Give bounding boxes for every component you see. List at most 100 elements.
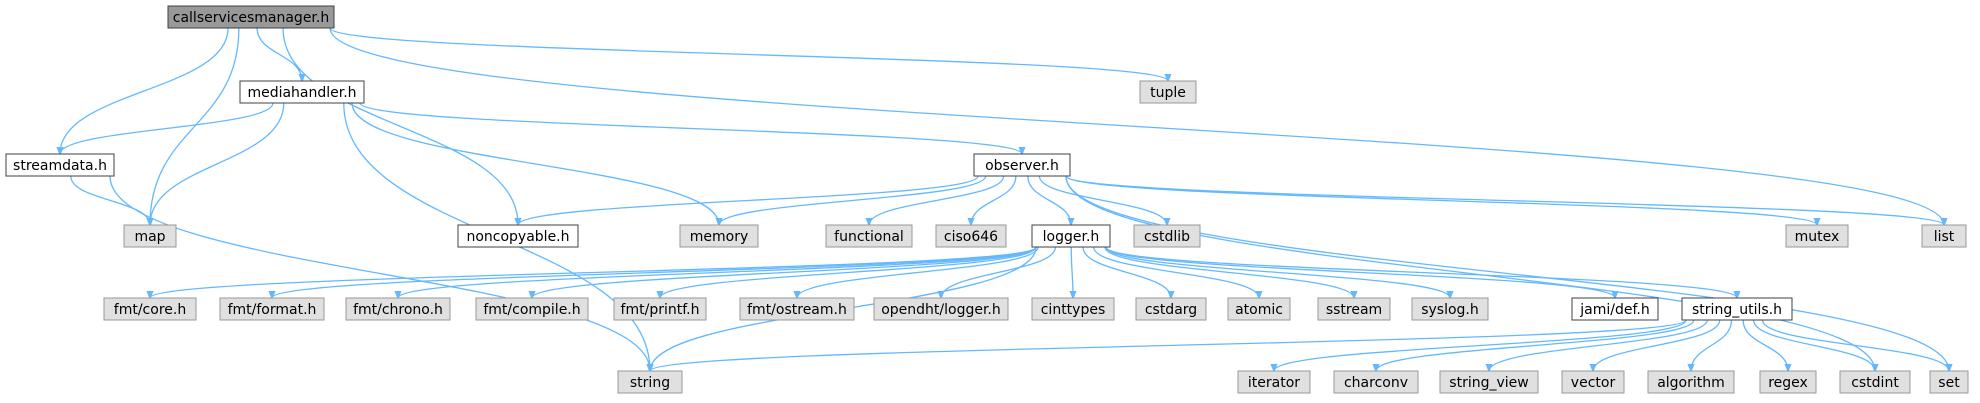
- node-opendht_logger: opendht/logger.h: [873, 297, 1009, 321]
- node-logger[interactable]: logger.h: [1031, 224, 1111, 248]
- edge-mediahandler-to-observer: [359, 102, 1022, 154]
- node-memory-label: memory: [690, 229, 749, 245]
- node-observer-box: [973, 153, 1071, 177]
- edge-logger-to-cinttypes: [1071, 246, 1073, 298]
- node-vector: vector: [1561, 370, 1625, 394]
- node-mutex-label: mutex: [1795, 229, 1840, 245]
- edge-string_utils-to-iterator: [1274, 319, 1687, 371]
- node-list-label: list: [1934, 229, 1955, 245]
- node-ciso646-box: [935, 224, 1007, 248]
- edge-observer-to-memory: [719, 175, 987, 225]
- node-sstream-label: sstream: [1326, 302, 1382, 318]
- node-fmt_printf-box: [613, 297, 707, 321]
- node-fmt_format-box: [219, 297, 325, 321]
- edge-string_utils-to-set: [1761, 319, 1949, 371]
- node-fmt_compile-label: fmt/compile.h: [483, 302, 580, 318]
- node-string_view-label: string_view: [1449, 375, 1528, 391]
- node-mediahandler-box: [239, 80, 365, 104]
- node-fmt_format-label: fmt/format.h: [228, 302, 317, 318]
- node-fmt_chrono-box: [345, 297, 451, 321]
- node-string_utils[interactable]: string_utils.h: [1681, 297, 1793, 321]
- edge-logger-to-fmt_core: [150, 246, 1037, 298]
- node-atomic-label: atomic: [1235, 302, 1283, 318]
- node-cstdarg-box: [1135, 297, 1207, 321]
- node-string_view-box: [1439, 370, 1539, 394]
- node-mutex-box: [1785, 224, 1849, 248]
- node-charconv-box: [1333, 370, 1419, 394]
- edge-callservicesmanager-to-mediahandler: [256, 27, 302, 81]
- node-algorithm-label: algorithm: [1657, 375, 1725, 391]
- node-streamdata-box: [5, 153, 115, 177]
- node-mutex: mutex: [1785, 224, 1849, 248]
- edge-streamdata-to-string: [109, 175, 650, 371]
- edge-logger-to-sstream: [1104, 246, 1354, 298]
- node-cstdint-label: cstdint: [1851, 375, 1899, 391]
- edge-logger-to-opendht_logger: [941, 246, 1057, 298]
- node-algorithm: algorithm: [1647, 370, 1735, 394]
- node-mediahandler-label: mediahandler.h: [247, 85, 356, 101]
- node-observer[interactable]: observer.h: [973, 153, 1071, 177]
- node-regex: regex: [1759, 370, 1817, 394]
- node-ciso646-label: ciso646: [944, 229, 998, 245]
- node-observer-label: observer.h: [985, 158, 1059, 174]
- node-set-box: [1929, 370, 1969, 394]
- edge-string_utils-to-algorithm: [1691, 319, 1733, 371]
- edge-logger-to-fmt_compile: [532, 246, 1037, 298]
- node-syslog-box: [1411, 297, 1489, 321]
- edge-mediahandler-to-map: [150, 102, 285, 225]
- node-set-label: set: [1938, 375, 1960, 391]
- node-set: set: [1929, 370, 1969, 394]
- node-vector-label: vector: [1571, 375, 1616, 391]
- node-cinttypes-box: [1031, 297, 1115, 321]
- node-fmt_core-box: [103, 297, 197, 321]
- node-string_utils-box: [1681, 297, 1793, 321]
- node-iterator-label: iterator: [1248, 375, 1300, 391]
- edge-string_utils-to-charconv: [1376, 319, 1695, 371]
- edge-callservicesmanager-to-list: [329, 27, 1944, 225]
- edge-observer-to-functional: [869, 175, 1005, 225]
- node-list-box: [1921, 224, 1967, 248]
- edge-logger-to-cstdarg: [1082, 246, 1171, 298]
- edge-logger-to-fmt_format: [272, 246, 1037, 298]
- node-sstream: sstream: [1317, 297, 1391, 321]
- edge-string_utils-to-string: [650, 319, 1687, 371]
- node-atomic: atomic: [1227, 297, 1291, 321]
- node-charconv-label: charconv: [1344, 375, 1408, 391]
- node-fmt_chrono-label: fmt/chrono.h: [353, 302, 443, 318]
- node-functional-box: [825, 224, 913, 248]
- node-syslog-label: syslog.h: [1421, 302, 1479, 318]
- node-ciso646: ciso646: [935, 224, 1007, 248]
- edge-mediahandler-to-streamdata: [60, 102, 274, 154]
- node-fmt_chrono: fmt/chrono.h: [345, 297, 451, 321]
- node-string-label: string: [630, 375, 670, 391]
- node-cstdlib-box: [1133, 224, 1201, 248]
- edge-string_utils-to-vector: [1593, 319, 1721, 371]
- node-tuple: tuple: [1139, 80, 1197, 104]
- node-mediahandler[interactable]: mediahandler.h: [239, 80, 365, 104]
- node-opendht_logger-box: [873, 297, 1009, 321]
- edge-logger-to-fmt_printf: [660, 246, 1037, 298]
- node-iterator-box: [1237, 370, 1311, 394]
- node-jami_def-label: jami/def.h: [1579, 302, 1649, 318]
- edge-mediahandler-to-memory: [351, 102, 719, 225]
- node-noncopyable[interactable]: noncopyable.h: [457, 224, 579, 248]
- node-callservicesmanager[interactable]: callservicesmanager.h: [167, 5, 335, 29]
- node-callservicesmanager-box: [167, 5, 335, 29]
- node-streamdata[interactable]: streamdata.h: [5, 153, 115, 177]
- edge-observer-to-noncopyable: [518, 175, 979, 225]
- edge-layer: [60, 27, 1949, 371]
- node-regex-box: [1759, 370, 1817, 394]
- edge-streamdata-to-map: [70, 175, 150, 225]
- edge-observer-to-logger: [1027, 175, 1071, 225]
- node-string_view: string_view: [1439, 370, 1539, 394]
- edge-string_utils-to-string_view: [1489, 319, 1708, 371]
- node-layer: callservicesmanager.h mediahandler.h tuple…: [5, 5, 1969, 394]
- node-cinttypes-label: cinttypes: [1041, 302, 1106, 318]
- node-jami_def[interactable]: jami/def.h: [1571, 297, 1659, 321]
- node-fmt_ostream-label: fmt/ostream.h: [747, 302, 847, 318]
- node-logger-box: [1031, 224, 1111, 248]
- edge-string_utils-to-cstdint: [1752, 319, 1875, 371]
- node-callservicesmanager-label: callservicesmanager.h: [173, 10, 329, 26]
- edge-logger-to-fmt_chrono: [398, 246, 1037, 298]
